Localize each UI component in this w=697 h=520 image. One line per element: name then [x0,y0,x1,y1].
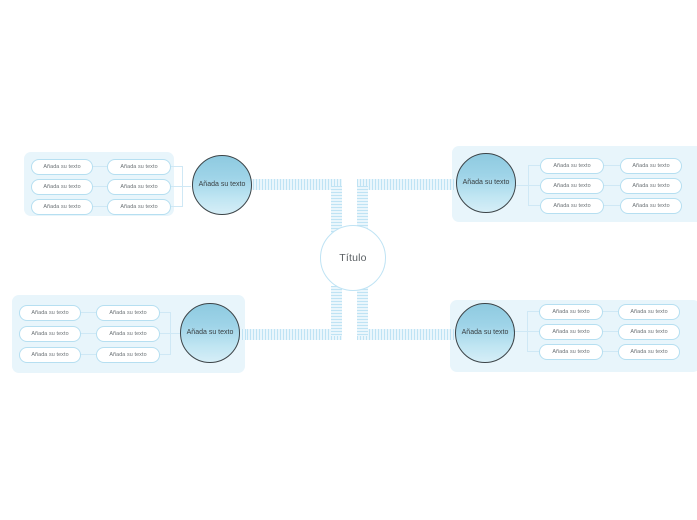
leaf-pill[interactable]: Añada su texto [618,304,680,320]
leaf-label: Añada su texto [120,184,158,190]
leaf-label: Añada su texto [630,309,668,315]
connector-hub-vertical-top-right [357,186,368,236]
leaf-wire [601,331,618,332]
leaf-pill[interactable]: Añada su texto [539,304,603,320]
branch-node-label: Añada su texto [461,329,509,337]
leaf-label: Añada su texto [552,329,590,335]
leaf-pill[interactable]: Añada su texto [96,326,160,342]
connector-hub-bottom-right [357,329,454,340]
leaf-pill[interactable]: Añada su texto [620,178,682,194]
leaf-wire [91,186,107,187]
leaf-pill[interactable]: Añada su texto [19,305,81,321]
leaf-pill[interactable]: Añada su texto [540,198,604,214]
leaf-wire [169,206,183,207]
leaf-pill[interactable]: Añada su texto [618,344,680,360]
leaf-label: Añada su texto [43,164,81,170]
leaf-label: Añada su texto [630,329,668,335]
connector-stub-top-right [444,179,452,190]
leaf-pill[interactable]: Añada su texto [540,178,604,194]
leaf-label: Añada su texto [553,163,591,169]
leaf-label: Añada su texto [31,352,69,358]
leaf-pill[interactable]: Añada su texto [96,305,160,321]
leaf-pill[interactable]: Añada su texto [540,158,604,174]
leaf-label: Añada su texto [632,183,670,189]
hub-label: Título [339,252,367,264]
leaf-label: Añada su texto [630,349,668,355]
leaf-wire [528,165,540,166]
leaf-pill[interactable]: Añada su texto [31,179,93,195]
leaf-label: Añada su texto [632,163,670,169]
leaf-wire [602,185,620,186]
leaf-wire [527,351,539,352]
leaf-label: Añada su texto [553,183,591,189]
leaf-wire [91,206,107,207]
leaf-wire [79,354,96,355]
leaf-wire [158,312,171,313]
leaf-pill[interactable]: Añada su texto [107,159,171,175]
leaf-pill[interactable]: Añada su texto [31,199,93,215]
connector-hub-top-left [250,179,342,190]
leaf-wire [91,166,107,167]
leaf-label: Añada su texto [120,164,158,170]
leaf-wire [79,312,96,313]
branch-node-label: Añada su texto [186,329,234,337]
leaf-wire [169,186,191,187]
connector-stub-bottom-right [444,329,452,340]
leaf-label: Añada su texto [109,331,147,337]
leaf-label: Añada su texto [43,204,81,210]
connector-hub-vertical-bottom-left [331,286,342,336]
leaf-wire [169,166,183,167]
connector-hub-vertical-top-left [331,186,342,236]
leaf-label: Añada su texto [120,204,158,210]
connector-stub-bottom-left [239,329,247,340]
leaf-pill[interactable]: Añada su texto [31,159,93,175]
hub-circle[interactable]: Título [320,225,386,291]
leaf-label: Añada su texto [553,203,591,209]
leaf-label: Añada su texto [632,203,670,209]
leaf-wire-spine [170,312,171,355]
leaf-wire [158,354,171,355]
connector-hub-bottom-left [241,329,342,340]
leaf-wire [514,185,540,186]
leaf-pill[interactable]: Añada su texto [539,344,603,360]
leaf-wire [527,311,539,312]
leaf-label: Añada su texto [31,310,69,316]
branch-node-label: Añada su texto [462,179,510,187]
leaf-pill[interactable]: Añada su texto [19,326,81,342]
branch-node-bottom-left[interactable]: Añada su texto [180,303,240,363]
branch-node-label: Añada su texto [198,181,246,189]
leaf-label: Añada su texto [552,309,590,315]
leaf-wire [602,205,620,206]
leaf-wire [601,351,618,352]
connector-hub-top-right [357,179,455,190]
leaf-label: Añada su texto [109,310,147,316]
leaf-wire [528,205,540,206]
leaf-label: Añada su texto [31,331,69,337]
leaf-pill[interactable]: Añada su texto [620,158,682,174]
branch-node-top-left[interactable]: Añada su texto [192,155,252,215]
leaf-label: Añada su texto [109,352,147,358]
leaf-pill[interactable]: Añada su texto [19,347,81,363]
leaf-wire [513,331,539,332]
leaf-label: Añada su texto [43,184,81,190]
leaf-label: Añada su texto [552,349,590,355]
leaf-pill[interactable]: Añada su texto [539,324,603,340]
leaf-wire [602,165,620,166]
branch-node-bottom-right[interactable]: Añada su texto [455,303,515,363]
leaf-pill[interactable]: Añada su texto [107,199,171,215]
leaf-pill[interactable]: Añada su texto [620,198,682,214]
branch-node-top-right[interactable]: Añada su texto [456,153,516,213]
connector-hub-vertical-bottom-right [357,286,368,336]
leaf-pill[interactable]: Añada su texto [96,347,160,363]
leaf-pill[interactable]: Añada su texto [618,324,680,340]
leaf-wire [79,333,96,334]
leaf-wire [158,333,180,334]
leaf-wire-spine [182,166,183,207]
leaf-pill[interactable]: Añada su texto [107,179,171,195]
leaf-wire [601,311,618,312]
